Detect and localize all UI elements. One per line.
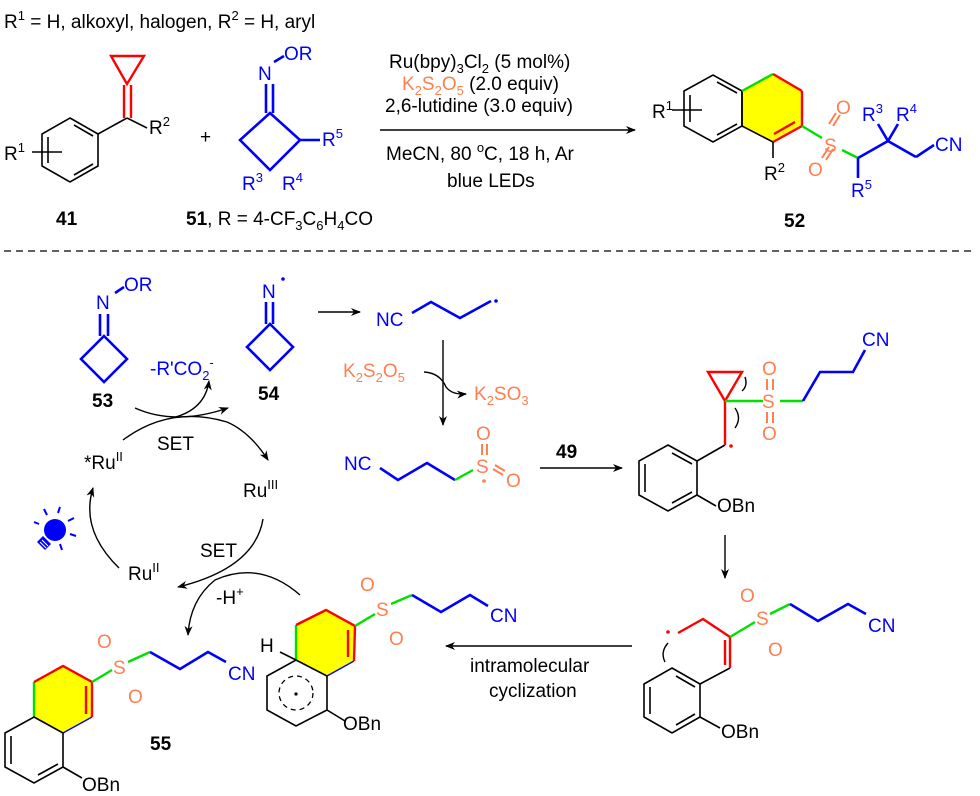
plus-sign: + (200, 127, 211, 148)
svg-text:O: O (808, 160, 823, 181)
svg-text:O: O (128, 687, 143, 708)
svg-text:SET: SET (200, 541, 237, 562)
svg-text:OBn: OBn (721, 722, 759, 743)
compound-label-49: 49 (556, 442, 577, 463)
svg-text:N: N (258, 64, 272, 85)
benzene-ring (41, 117, 99, 183)
svg-text:OBn: OBn (82, 775, 120, 796)
svg-text:CN: CN (228, 664, 255, 685)
compound-54: N 54 (245, 277, 295, 405)
compound-label-41: 41 (56, 209, 78, 230)
compound-41: R1 R2 41 (4, 54, 170, 230)
svg-text:O: O (389, 629, 404, 650)
svg-text:R3: R3 (862, 101, 883, 126)
photoredox-cycle: *RuII RuIII RuII SET -H+ (84, 449, 301, 636)
svg-text:O: O (762, 424, 777, 445)
svg-text:O: O (97, 632, 112, 653)
svg-text:-R'CO2-: -R'CO2- (150, 355, 214, 383)
svg-text:K2SO3: K2SO3 (474, 384, 529, 408)
radical-adduct-intermediate: OBn S O O CN (638, 330, 889, 517)
svg-text:Ru(bpy)3Cl2 (5 mol%): Ru(bpy)3Cl2 (5 mol%) (389, 52, 570, 76)
svg-text:O: O (476, 424, 491, 445)
svg-text:R3: R3 (242, 170, 263, 195)
svg-text:RuII: RuII (128, 560, 160, 585)
benzo-ring (683, 74, 743, 143)
svg-text:OBn: OBn (343, 714, 381, 735)
svg-text:O: O (768, 640, 783, 661)
cyanopropyl-radical: NC (376, 299, 498, 331)
compound-label-55: 55 (150, 734, 172, 755)
svg-text:K2S2O5: K2S2O5 (343, 361, 405, 385)
svg-text:CN: CN (862, 330, 889, 351)
svg-text:CN: CN (935, 135, 962, 156)
reaction-conditions: Ru(bpy)3Cl2 (5 mol%) K2S2O5 (2.0 equiv) … (380, 52, 636, 192)
svg-text:O: O (360, 575, 375, 596)
compound-label-52: 52 (784, 211, 805, 232)
svg-text:S: S (762, 392, 775, 413)
svg-text:R5: R5 (851, 177, 872, 202)
svg-text:N: N (96, 293, 110, 314)
svg-text:S: S (756, 609, 769, 630)
svg-text:MeCN, 80 oC, 18 h, Ar: MeCN, 80 oC, 18 h, Ar (386, 140, 574, 165)
compound-55: OBn S O O CN 55 (4, 632, 255, 796)
svg-text:OR: OR (284, 44, 313, 65)
svg-text:K2S2O5 (2.0 equiv): K2S2O5 (2.0 equiv) (402, 74, 559, 98)
svg-text:N: N (262, 282, 276, 303)
svg-text:R5: R5 (322, 126, 343, 151)
svg-text:SET: SET (157, 434, 194, 455)
compound-51: N OR R5 R3 R4 51, R = 4-CF3C6H4CO (186, 44, 373, 233)
svg-text:*RuII: *RuII (84, 449, 123, 474)
svg-text:R2: R2 (149, 114, 170, 139)
compound-label-54: 54 (258, 384, 280, 405)
svg-text:S: S (476, 457, 489, 478)
svg-text:CN: CN (490, 606, 517, 627)
svg-text:blue LEDs: blue LEDs (447, 171, 535, 192)
svg-text:S: S (376, 600, 389, 621)
svg-text:cyclization: cyclization (489, 681, 577, 702)
svg-text:R1: R1 (4, 140, 25, 165)
svg-text:O: O (740, 586, 755, 607)
svg-text:OR: OR (124, 275, 153, 296)
svg-text:R4: R4 (282, 170, 303, 195)
sulfonyl-radical: NC S O O (344, 424, 521, 492)
svg-text:2,6-lutidine (3.0 equiv): 2,6-lutidine (3.0 equiv) (385, 96, 573, 117)
svg-text:O: O (836, 98, 851, 119)
svg-text:NC: NC (344, 454, 371, 475)
lightbulb-icon (33, 506, 77, 551)
ring-opened-radical-intermediate: OBn S O O CN (643, 586, 895, 743)
cyclohexadienyl-radical-intermediate: H OBn S O O CN (260, 575, 517, 735)
svg-text:H: H (260, 636, 274, 657)
svg-text:intramolecular: intramolecular (470, 656, 590, 677)
svg-text:NC: NC (376, 310, 403, 331)
svg-text:O: O (762, 359, 777, 380)
compound-53: N OR 53 (79, 275, 153, 412)
svg-text:R4: R4 (896, 101, 917, 126)
svg-text:51, R = 4-CF3C6H4CO: 51, R = 4-CF3C6H4CO (186, 209, 373, 233)
svg-text:-H+: -H+ (216, 584, 244, 609)
compound-label-53: 53 (92, 391, 113, 412)
svg-text:R2: R2 (764, 160, 785, 185)
svg-text:S: S (824, 136, 837, 157)
svg-text:R1: R1 (652, 98, 673, 123)
compound-52: S O O R1 R2 R3 R4 R5 CN 52 (652, 72, 962, 232)
svg-text:S: S (113, 658, 126, 679)
svg-text:OBn: OBn (717, 496, 755, 517)
svg-text:R1 = H, alkoxyl, halogen, R2 =: R1 = H, alkoxyl, halogen, R2 = H, aryl (4, 8, 315, 33)
substituent-definition: R1 = H, alkoxyl, halogen, R2 = H, aryl (4, 8, 315, 33)
cyclobutane-ring (238, 111, 302, 172)
cyclopropane-ring (108, 54, 147, 87)
svg-text:RuIII: RuIII (243, 477, 278, 502)
svg-text:CN: CN (868, 616, 895, 637)
svg-text:O: O (506, 471, 521, 492)
